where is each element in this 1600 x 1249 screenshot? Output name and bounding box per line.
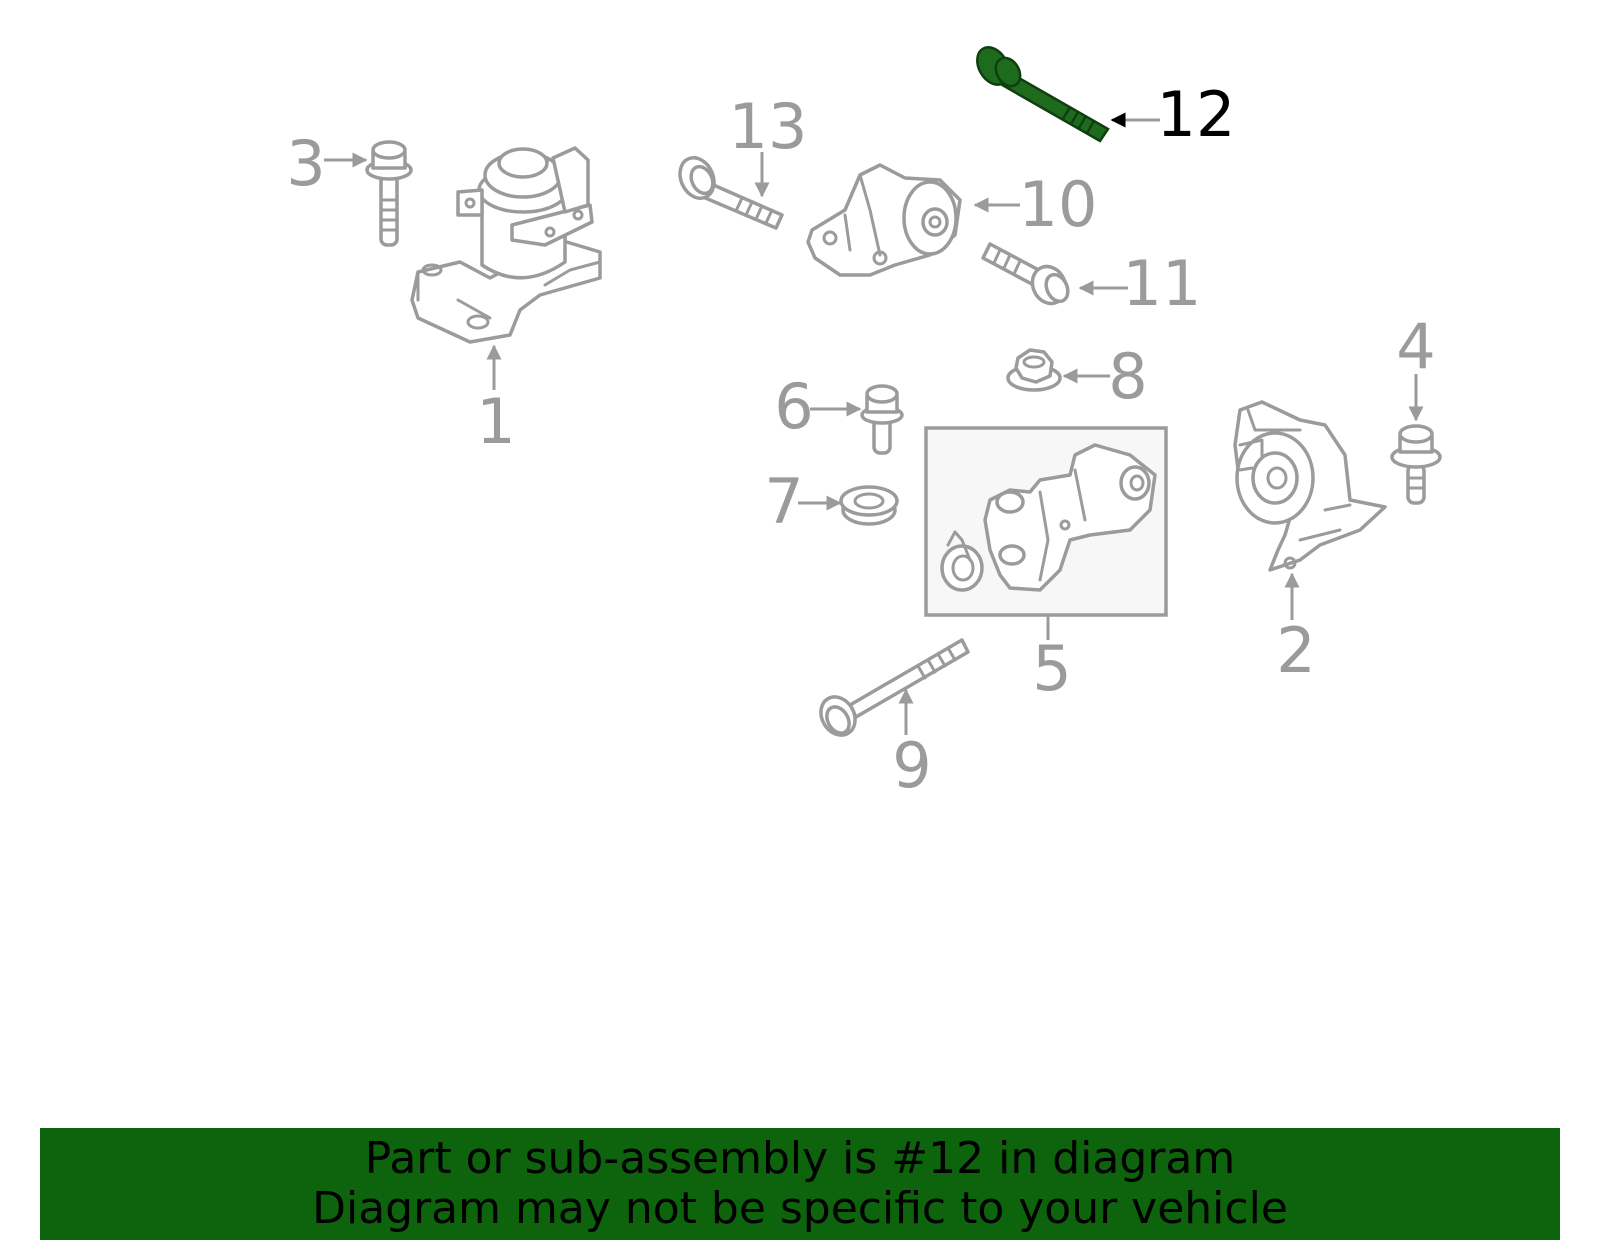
part-1-engine-mount[interactable]	[410, 146, 602, 344]
callout-4: 4	[1396, 310, 1435, 383]
banner-line-1: Part or sub-assembly is #12 in diagram	[364, 1133, 1236, 1184]
callout-11: 11	[1123, 247, 1202, 320]
callout-5: 5	[1032, 632, 1071, 705]
info-banner: Part or sub-assembly is #12 in diagram D…	[40, 1128, 1560, 1240]
banner-line-2: Diagram may not be specific to your vehi…	[312, 1183, 1288, 1234]
part-8-nut[interactable]	[1006, 348, 1062, 392]
part-3-bolt[interactable]	[365, 140, 413, 247]
callout-12: 12	[1157, 78, 1236, 151]
callout-10: 10	[1019, 168, 1098, 241]
callout-6: 6	[774, 370, 813, 443]
callout-labels: 1 2 3 4 5 6 7 8 9 10 11 12 13	[286, 78, 1435, 802]
part-6-bolt[interactable]	[860, 384, 904, 455]
callout-8: 8	[1108, 340, 1147, 413]
part-9-bolt[interactable]	[814, 638, 970, 741]
leader-lines	[324, 112, 1424, 735]
part-5-bracket-kit[interactable]	[924, 426, 1168, 617]
part-13-bolt[interactable]	[674, 152, 784, 230]
callout-1: 1	[476, 385, 515, 458]
part-10-mount-bracket[interactable]	[806, 163, 962, 277]
part-11-bolt[interactable]	[981, 242, 1072, 309]
part-2-transmission-mount[interactable]	[1233, 400, 1387, 572]
part-4-bolt[interactable]	[1390, 424, 1442, 505]
callout-13: 13	[729, 90, 808, 163]
part-7-washer[interactable]	[839, 485, 899, 526]
callout-9: 9	[892, 729, 931, 802]
callout-7: 7	[764, 465, 803, 538]
part-12-bolt[interactable]	[971, 42, 1110, 143]
callout-2: 2	[1276, 614, 1315, 687]
callout-3: 3	[286, 127, 325, 200]
